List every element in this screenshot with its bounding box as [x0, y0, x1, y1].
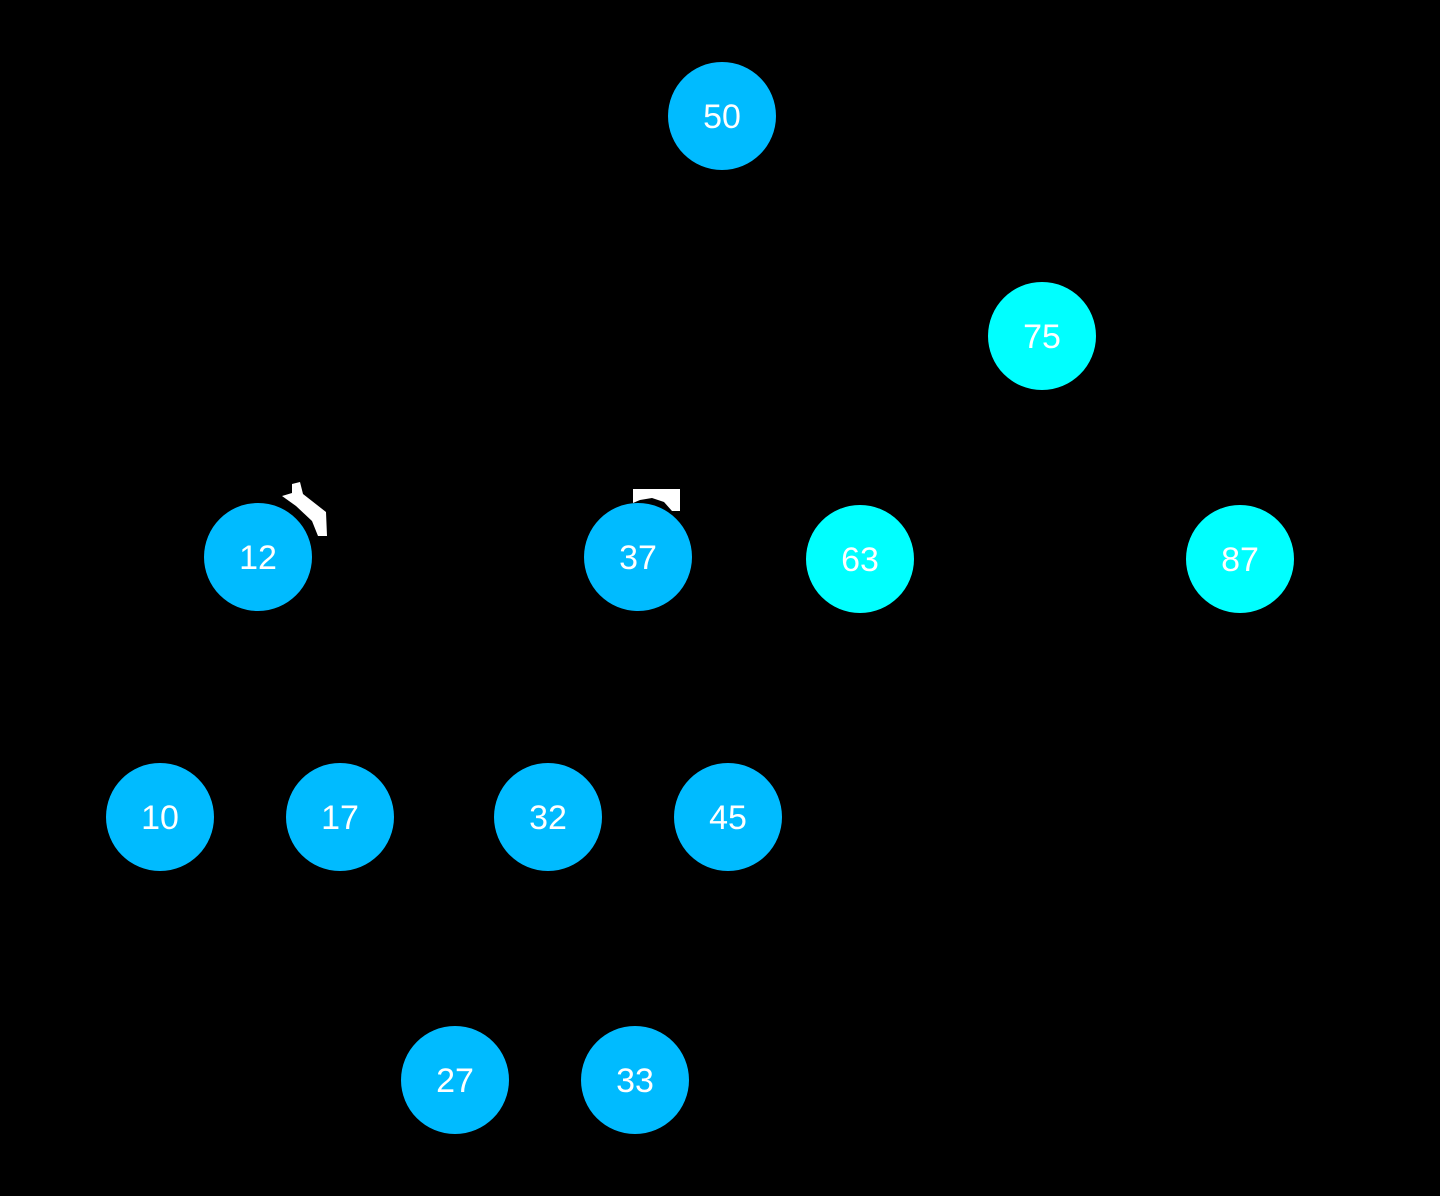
node-circle [494, 763, 602, 871]
node-circle [106, 763, 214, 871]
node-label: 63 [841, 541, 879, 579]
nodes-layer: 50 75 12 37 63 87 10 17 32 45 27 33 [106, 62, 1294, 1134]
tree-node-75: 75 [988, 282, 1096, 390]
tree-node-32: 32 [494, 763, 602, 871]
tree-node-63: 63 [806, 505, 914, 613]
node-circle [988, 282, 1096, 390]
node-circle [581, 1026, 689, 1134]
tree-node-33: 33 [581, 1026, 689, 1134]
tree-node-17: 17 [286, 763, 394, 871]
tree-node-87: 87 [1186, 505, 1294, 613]
tree-node-10: 10 [106, 763, 214, 871]
node-circle [806, 505, 914, 613]
node-label: 37 [619, 539, 657, 577]
node-circle [584, 503, 692, 611]
edge-n37-n17 [338, 555, 640, 819]
edge-n50-n75 [720, 114, 1044, 338]
node-circle [1186, 505, 1294, 613]
node-circle [401, 1026, 509, 1134]
node-label: 33 [616, 1062, 654, 1100]
node-circle [204, 503, 312, 611]
tree-node-27: 27 [401, 1026, 509, 1134]
node-label: 32 [529, 799, 567, 837]
node-label: 87 [1221, 541, 1259, 579]
node-label: 75 [1023, 318, 1061, 356]
node-label: 17 [321, 799, 359, 837]
node-label: 50 [703, 98, 741, 136]
node-circle [668, 62, 776, 170]
node-circle [674, 763, 782, 871]
node-circle [286, 763, 394, 871]
tree-node-12: 12 [204, 503, 312, 611]
node-label: 27 [436, 1062, 474, 1100]
tree-node-37: 37 [584, 503, 692, 611]
node-label: 10 [141, 799, 179, 837]
node-label: 45 [709, 799, 747, 837]
tree-node-50: 50 [668, 62, 776, 170]
edge-n50-n12 [256, 114, 724, 559]
arrowhead-fragments [282, 482, 680, 536]
node-label: 12 [239, 539, 277, 577]
arrowhead-fragment-37 [633, 489, 680, 511]
arrowhead-fragment-12 [282, 482, 327, 536]
tree-node-45: 45 [674, 763, 782, 871]
